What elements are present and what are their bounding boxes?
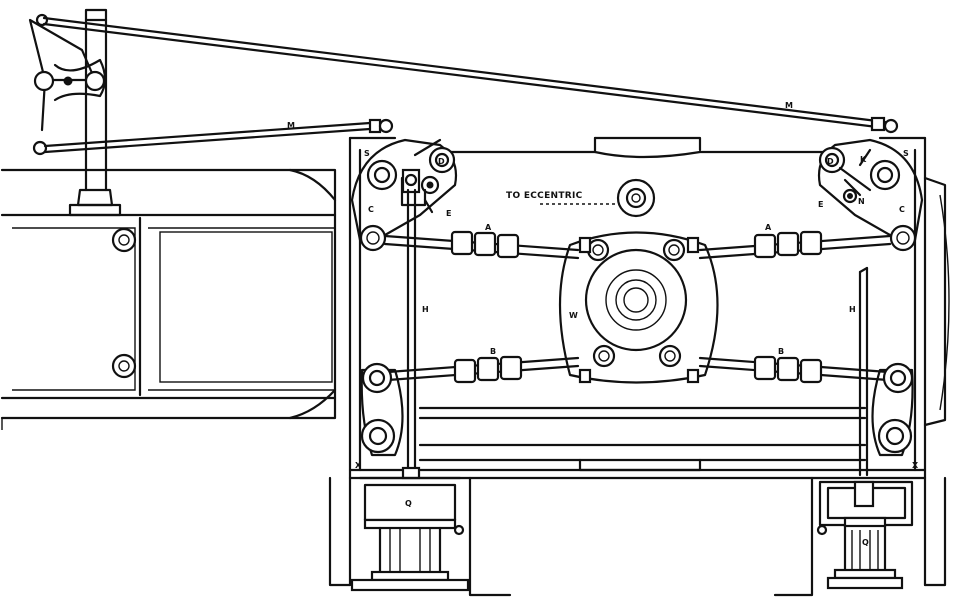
valve-chest (348, 136, 950, 480)
label-to-eccentric: TO ECCENTRIC (506, 191, 583, 201)
label-h-right: H (849, 305, 856, 314)
rod-m-lower (43, 118, 394, 154)
lower-right-lever (871, 362, 914, 457)
label-m-lower: M (287, 121, 295, 130)
label-d-left: D (438, 157, 445, 166)
pedestal-q-right (773, 476, 947, 597)
label-e-right: E (818, 200, 823, 209)
label-x-right: X (912, 461, 919, 470)
right-lever-assembly (817, 138, 924, 252)
label-q-right: Q (862, 538, 869, 547)
label-w: W (569, 311, 578, 320)
label-a-left: A (485, 223, 492, 232)
left-post (68, 8, 122, 217)
label-b-right: B (778, 347, 784, 356)
rod-m-upper (42, 16, 899, 134)
label-m-upper: M (785, 101, 793, 110)
label-c-right: C (899, 205, 905, 214)
label-q-left: Q (405, 499, 412, 508)
rod-h-left (401, 188, 421, 480)
central-disc-w (558, 231, 719, 384)
left-bellcrank (28, 13, 107, 156)
label-b-left: B (490, 347, 496, 356)
rod-b-right (698, 355, 890, 384)
label-s-right: S (903, 149, 909, 158)
rod-h-right (858, 266, 869, 477)
label-a-right: A (765, 223, 772, 232)
label-c-left: C (368, 205, 374, 214)
rod-a-right (698, 230, 892, 260)
rod-a-left (383, 230, 580, 260)
label-k-right: K (860, 155, 867, 164)
lower-left-lever (360, 362, 404, 457)
pedestal-q-left (328, 476, 512, 597)
label-s-left: S (364, 149, 370, 158)
label-e-left: E (446, 209, 451, 218)
left-lever-assembly (350, 138, 458, 252)
label-h-left: H (422, 305, 429, 314)
rod-b-left (386, 355, 580, 384)
label-x-left: X (355, 461, 362, 470)
cylinder-body-left (0, 168, 337, 430)
label-n-right: N (858, 197, 865, 206)
label-d-right: D (827, 157, 834, 166)
eccentric-pointer: TO ECCENTRIC (506, 178, 656, 218)
